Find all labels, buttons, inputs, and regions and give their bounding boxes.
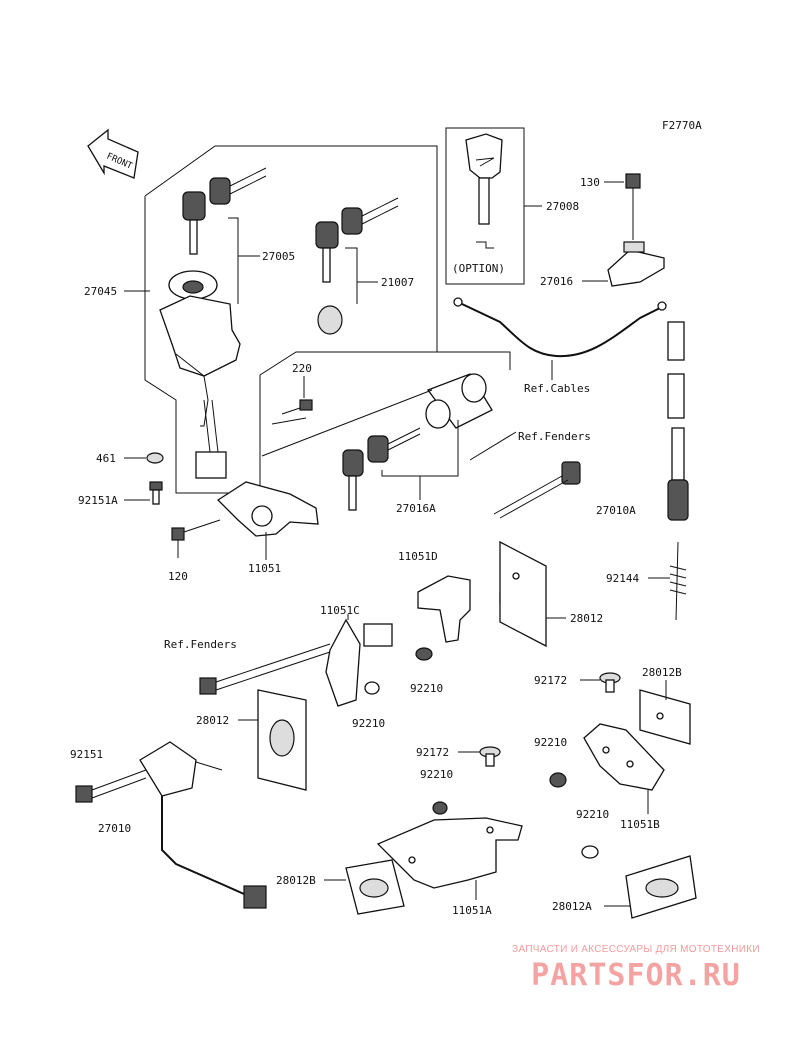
bolt-130-icon: [625, 173, 641, 240]
nut-92210-a-icon: [415, 647, 433, 661]
label-27005: 27005: [262, 250, 295, 263]
pad-28012A-icon: [625, 855, 697, 919]
bolt-long-left-icon: [199, 643, 331, 695]
label-92210-a: 92210: [410, 682, 443, 695]
label-92210-c: 92210: [534, 736, 567, 749]
ref-fenders-upper: Ref.Fenders: [518, 430, 591, 443]
bolt-92172-mid-icon: [479, 746, 501, 767]
option-label: (OPTION): [452, 262, 505, 275]
screw-92151A-icon: [149, 481, 163, 505]
label-27010: 27010: [98, 822, 131, 835]
leader-21007: [345, 247, 358, 304]
nut-28012A-icon: [581, 845, 599, 859]
label-21007: 21007: [381, 276, 414, 289]
nut-92210-e-icon: [432, 801, 448, 815]
pad-28012B-left-icon: [345, 859, 405, 915]
bolt-92151-icon: [75, 769, 147, 803]
label-28012B-right: 28012B: [642, 666, 682, 679]
pad-28012-right-icon: [499, 540, 547, 648]
switch-27010A-icon: [667, 321, 689, 521]
label-28012-right: 28012: [570, 612, 603, 625]
bolt-11051D-icon: [493, 461, 581, 519]
label-92144: 92144: [606, 572, 639, 585]
seat-lock-cable-icon: [453, 297, 667, 358]
ref-fenders-left: Ref.Fenders: [164, 638, 237, 651]
label-92210-d: 92210: [576, 808, 609, 821]
bracket-11051A-icon: [376, 817, 523, 889]
screw-120-icon: [171, 519, 221, 558]
label-27045: 27045: [84, 285, 117, 298]
label-11051B: 11051B: [620, 818, 660, 831]
bolt-92172-right-icon: [599, 672, 621, 693]
front-arrow-icon: FRONT: [87, 128, 139, 179]
washer-461-icon: [146, 452, 164, 464]
bracket-11051B-icon: [583, 723, 665, 791]
seat-lock-27016A-icon: [261, 373, 493, 511]
leader-ref-fenders-upper: [469, 431, 517, 461]
leader-27005: [228, 217, 239, 304]
label-92172-mid: 92172: [416, 746, 449, 759]
label-92151: 92151: [70, 748, 103, 761]
label-120: 120: [168, 570, 188, 583]
nut-92210-c-icon: [549, 772, 567, 788]
ignition-group-outline: [144, 145, 511, 494]
switch-27010-icon: [139, 741, 267, 909]
label-28012B-left: 28012B: [276, 874, 316, 887]
key-27008-icon: [465, 133, 503, 225]
label-220: 220: [292, 362, 312, 375]
bracket-11051-icon: [216, 481, 319, 537]
label-92210-e: 92210: [420, 768, 453, 781]
label-27008: 27008: [546, 200, 579, 213]
key-21007-icon: [315, 197, 399, 335]
label-92172-right: 92172: [534, 674, 567, 687]
ignition-switch-icon: [159, 270, 241, 479]
bolt-220-icon: [271, 399, 313, 425]
label-27016: 27016: [540, 275, 573, 288]
label-130: 130: [580, 176, 600, 189]
key-27005-icon: [182, 167, 267, 255]
drawing-code: F2770A: [662, 119, 702, 132]
label-461: 461: [96, 452, 116, 465]
label-11051A: 11051A: [452, 904, 492, 917]
spring-92144-icon: [669, 541, 687, 621]
label-92151A: 92151A: [78, 494, 118, 507]
pad-28012-left-icon: [257, 689, 307, 791]
label-28012-left: 28012: [196, 714, 229, 727]
pad-28012B-right-icon: [639, 689, 691, 745]
label-92210-b: 92210: [352, 717, 385, 730]
label-27016A: 27016A: [396, 502, 436, 515]
ref-cables: Ref.Cables: [524, 382, 590, 395]
watermark-logo: PARTSFOR.RU: [531, 958, 741, 993]
bracket-27016-icon: [607, 241, 665, 287]
label-11051C: 11051C: [320, 604, 360, 617]
watermark-tagline: ЗАПЧАСТИ И АКСЕССУАРЫ ДЛЯ МОТОТЕХНИКИ: [512, 944, 760, 955]
option-symbol-icon: [476, 241, 494, 249]
label-11051: 11051: [248, 562, 281, 575]
nut-92210-b-icon: [364, 681, 380, 695]
label-27010A: 27010A: [596, 504, 636, 517]
label-28012A: 28012A: [552, 900, 592, 913]
label-11051D: 11051D: [398, 550, 438, 563]
bracket-11051C-icon: [325, 618, 393, 707]
